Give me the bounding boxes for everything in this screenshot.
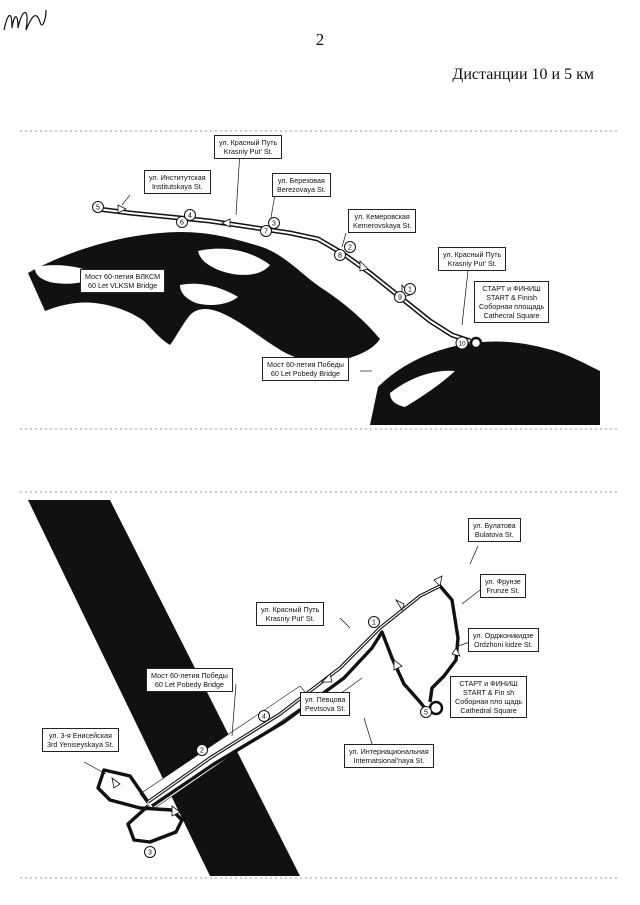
arrow-icon bbox=[117, 204, 127, 214]
handwritten-signature-icon bbox=[3, 9, 47, 31]
arrow-icon bbox=[221, 218, 231, 228]
map-5km-drawing: 1 2 3 4 5 bbox=[20, 491, 620, 879]
km-marker-3: 3 bbox=[144, 846, 156, 858]
km-markers: 5 6 4 3 7 2 8 1 9 10 bbox=[92, 201, 469, 350]
km-marker-6: 6 bbox=[176, 216, 188, 228]
svg-text:7: 7 bbox=[264, 229, 268, 236]
route-line-inner bbox=[97, 208, 471, 342]
map-10km-drawing: 5 6 4 3 7 2 8 1 9 10 bbox=[20, 130, 620, 430]
page-subtitle: Дистанции 10 и 5 км bbox=[452, 66, 594, 83]
svg-text:4: 4 bbox=[188, 213, 192, 220]
km-marker-4: 4 bbox=[258, 710, 270, 722]
km-marker-3: 3 bbox=[268, 217, 280, 229]
km-marker-9: 9 bbox=[394, 291, 406, 303]
svg-text:2: 2 bbox=[348, 245, 352, 252]
svg-text:9: 9 bbox=[398, 295, 402, 302]
km-marker-8: 8 bbox=[334, 249, 346, 261]
arrow-icon bbox=[394, 599, 405, 611]
arrow-icon bbox=[393, 659, 403, 671]
start-finish-marker bbox=[469, 336, 483, 350]
svg-text:2: 2 bbox=[200, 748, 204, 755]
km-marker-7: 7 bbox=[260, 225, 272, 237]
arrow-icon bbox=[111, 777, 121, 789]
svg-text:1: 1 bbox=[408, 287, 412, 294]
svg-text:6: 6 bbox=[180, 220, 184, 227]
svg-text:3: 3 bbox=[272, 221, 276, 228]
route-line-inner bbox=[147, 585, 441, 803]
page-number: 2 bbox=[315, 30, 325, 49]
svg-text:3: 3 bbox=[148, 850, 152, 857]
arrow-icon bbox=[433, 575, 443, 587]
km-marker-1: 1 bbox=[368, 616, 380, 628]
island-shape bbox=[390, 370, 455, 407]
km-marker-4: 4 bbox=[184, 209, 196, 221]
km-markers: 1 2 3 4 5 bbox=[144, 616, 432, 858]
island-shape bbox=[198, 248, 270, 275]
svg-text:5: 5 bbox=[96, 205, 100, 212]
km-marker-5: 5 bbox=[420, 706, 432, 718]
km-marker-10: 10 bbox=[455, 336, 469, 350]
arrow-icon bbox=[171, 805, 181, 817]
arrow-icon bbox=[451, 647, 461, 657]
river-shape-lower bbox=[370, 341, 600, 425]
km-marker-2: 2 bbox=[196, 744, 208, 756]
direction-arrows bbox=[117, 204, 411, 298]
km-marker-5: 5 bbox=[92, 201, 104, 213]
km-marker-1: 1 bbox=[404, 283, 416, 295]
arrow-icon bbox=[321, 673, 333, 683]
svg-text:10: 10 bbox=[458, 341, 466, 348]
arrow-icon bbox=[359, 260, 369, 272]
svg-text:5: 5 bbox=[424, 710, 428, 717]
island-shape bbox=[180, 283, 238, 305]
svg-text:1: 1 bbox=[372, 620, 376, 627]
svg-text:8: 8 bbox=[338, 253, 342, 260]
km-marker-2: 2 bbox=[344, 241, 356, 253]
svg-text:4: 4 bbox=[262, 714, 266, 721]
direction-arrows bbox=[111, 575, 461, 817]
leader-lines bbox=[83, 545, 481, 775]
